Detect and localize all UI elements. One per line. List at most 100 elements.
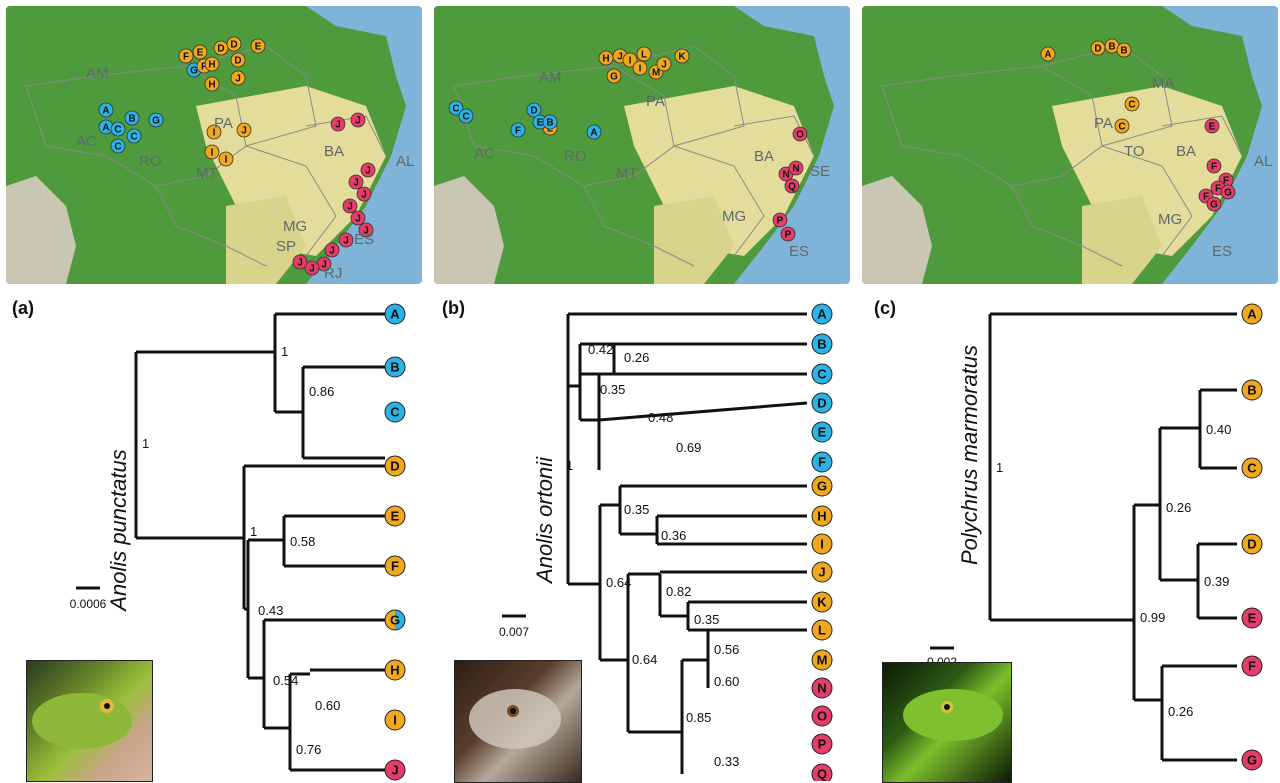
tip-badge [1241, 533, 1263, 555]
map-marker-label: G [1210, 200, 1218, 211]
map-locality-marker [1204, 118, 1220, 134]
tip-label: B [390, 360, 399, 375]
tip-badge [811, 475, 833, 497]
map-marker-label: F [515, 126, 521, 137]
tip-label: P [818, 737, 827, 752]
tip-label: F [818, 455, 826, 470]
tip-label: A [1247, 307, 1257, 322]
map-marker-label: J [363, 226, 369, 237]
map-marker-label: J [297, 258, 303, 269]
map-locality-marker [656, 56, 672, 72]
scale-label: 0.0006 [70, 597, 107, 611]
tip-label: D [390, 459, 399, 474]
map-marker-label: L [641, 50, 647, 61]
map-locality-marker [236, 122, 252, 138]
support-value: 0.39 [1204, 574, 1229, 589]
map-locality-marker [250, 38, 266, 54]
map-locality-marker [448, 100, 464, 116]
map-a-state-label: BA [324, 143, 344, 160]
map-b-state-label: MG [722, 208, 746, 225]
map-locality-marker [148, 112, 164, 128]
map-marker-label: C [462, 112, 469, 123]
map-locality-marker [788, 160, 804, 176]
map-locality-marker [230, 52, 246, 68]
support-value: 0.36 [661, 528, 686, 543]
map-marker-label: D [230, 40, 237, 51]
tip-badge [811, 333, 833, 355]
map-marker-label: A [102, 123, 109, 134]
map-locality-marker [342, 198, 358, 214]
map-marker-label: C [1128, 100, 1135, 111]
map-locality-marker [126, 128, 142, 144]
map-marker-label: D [530, 106, 537, 117]
map-locality-marker [622, 52, 638, 68]
map-locality-marker [330, 116, 346, 132]
tip-label: G [1247, 753, 1257, 768]
map-marker-label: F [1223, 176, 1229, 187]
map-marker-label: J [365, 166, 371, 177]
tree-panel-c: (c) Polychrus marmoratus 0.002 1 0.40 0.… [862, 290, 1280, 783]
map-locality-marker [792, 126, 808, 142]
panel-label: (c) [874, 298, 896, 318]
map-marker-label: J [355, 214, 361, 225]
panel-label: (b) [442, 298, 465, 318]
tip-label: L [818, 623, 826, 638]
tip-badge [384, 659, 406, 681]
tip-label: B [1247, 383, 1256, 398]
map-locality-marker [1206, 158, 1222, 174]
map-locality-marker [338, 232, 354, 248]
map-locality-marker [230, 70, 246, 86]
tip-label: O [817, 709, 827, 724]
map-c-state-label: MG [1158, 211, 1182, 228]
tip-badge [384, 555, 406, 577]
map-marker-label: B [1108, 42, 1115, 53]
map-marker-label: G [152, 116, 160, 127]
map-locality-marker [674, 48, 690, 64]
tip-label: F [1248, 659, 1256, 674]
tip-badge [384, 709, 406, 731]
map-locality-marker [324, 242, 340, 258]
tip-label: A [390, 307, 400, 322]
tip-badge [1241, 749, 1263, 771]
map-locality-marker [356, 186, 372, 202]
map-marker-label: G [190, 66, 198, 77]
map-locality-marker [780, 226, 796, 242]
support-value: 1 [281, 344, 288, 359]
map-locality-marker [542, 114, 558, 130]
map-marker-label: D [1094, 44, 1101, 55]
tip-label: K [817, 595, 827, 610]
map-marker-label: C [114, 125, 121, 136]
support-value: 0.26 [1168, 704, 1193, 719]
map-locality-marker [606, 68, 622, 84]
tip-label: C [390, 405, 400, 420]
map-locality-marker [1124, 96, 1140, 112]
tip-badge [811, 533, 833, 555]
map-marker-label: G [1224, 188, 1232, 199]
map-locality-marker [98, 102, 114, 118]
map-b-state-label: MT [616, 165, 638, 182]
tip-label: E [391, 509, 400, 524]
map-marker-label: N [782, 170, 789, 181]
tip-badge [811, 619, 833, 641]
tip-badge [811, 677, 833, 699]
map-marker-label: A [590, 128, 597, 139]
map-b-state-label: SE [810, 163, 830, 180]
map-locality-marker [218, 151, 234, 167]
tip-badge [1241, 457, 1263, 479]
tip-label: J [818, 565, 825, 580]
species-name: Polychrus marmoratus [957, 345, 982, 565]
tip-label: I [820, 537, 824, 552]
map-locality-marker [304, 260, 320, 276]
support-value: 0.54 [273, 673, 298, 688]
tip-badge [1241, 303, 1263, 325]
map-locality-marker [206, 124, 222, 140]
tip-label: G [390, 613, 400, 628]
tip-badge [384, 401, 406, 423]
map-locality-marker [178, 48, 194, 64]
map-b-state-label: ES [789, 243, 809, 260]
tip-label: D [1247, 537, 1256, 552]
tip-badge [811, 649, 833, 671]
support-value: 1 [142, 436, 149, 451]
support-value: 0.82 [666, 584, 691, 599]
